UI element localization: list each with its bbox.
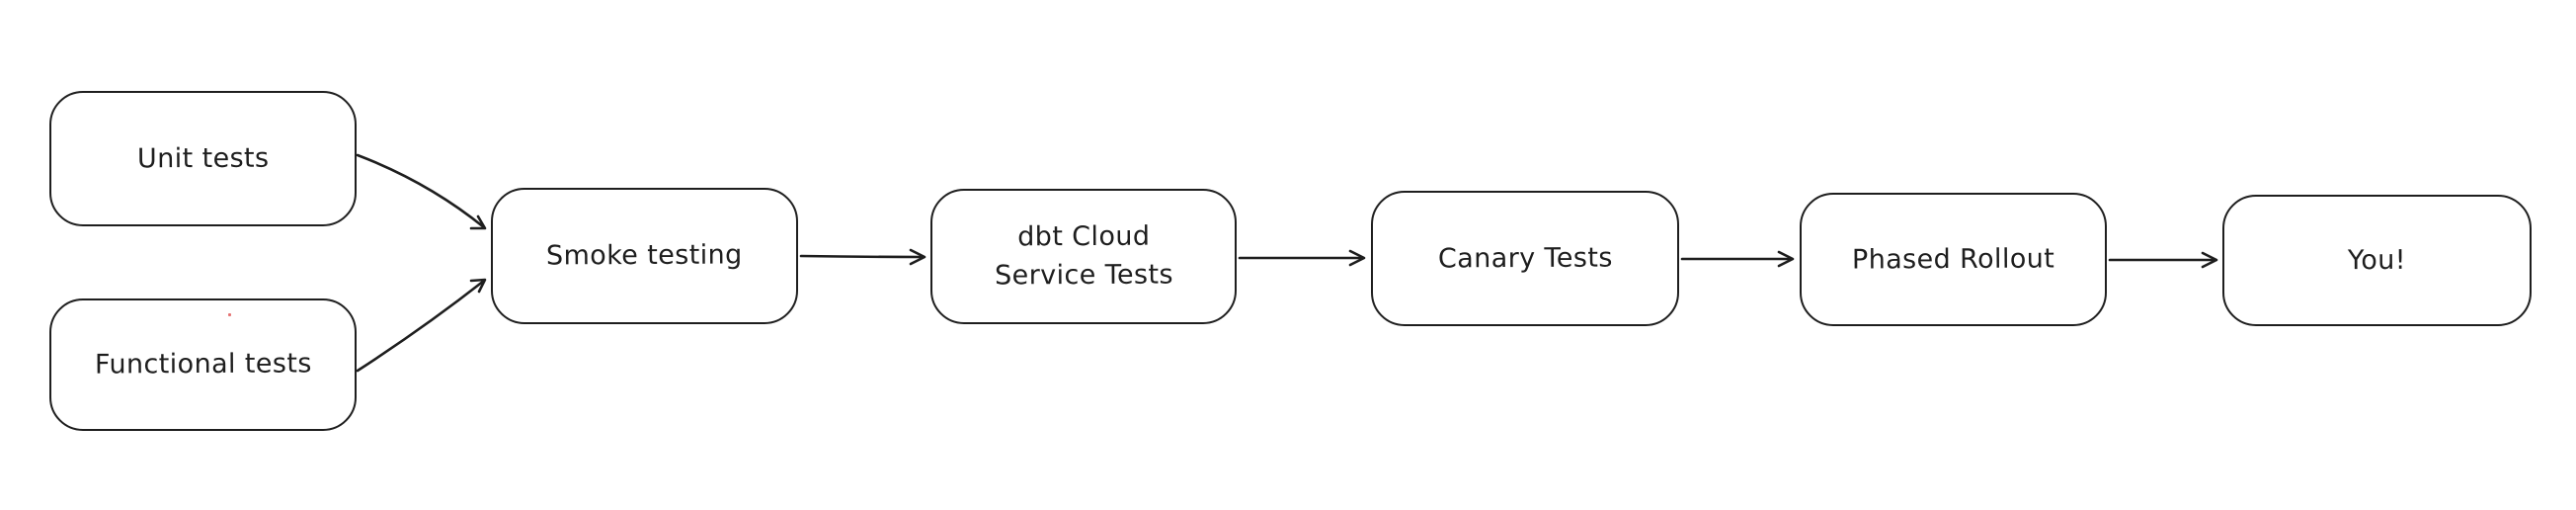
node-phased-rollout[interactable]: Phased Rollout	[1800, 193, 2107, 326]
node-canary-tests[interactable]: Canary Tests	[1371, 191, 1679, 326]
arrow-smoke-testing-to-dbt-cloud[interactable]	[799, 248, 926, 266]
node-smoke-testing[interactable]: Smoke testing	[491, 188, 798, 324]
node-you-label: You!	[2347, 244, 2407, 277]
node-functional-tests-label: Functional tests	[94, 348, 312, 381]
node-dbt-cloud-service-tests-label: dbt Cloud Service Tests	[994, 221, 1173, 292]
arrow-functional-tests-to-smoke-testing[interactable]	[356, 278, 487, 373]
arrow-unit-tests-to-smoke-testing[interactable]	[356, 153, 487, 230]
node-smoke-testing-label: Smoke testing	[546, 239, 743, 272]
arrow-dbt-cloud-to-canary-tests[interactable]	[1238, 249, 1366, 267]
node-phased-rollout-label: Phased Rollout	[1851, 243, 2055, 276]
arrow-canary-tests-to-phased-rollout[interactable]	[1680, 250, 1795, 268]
arrow-phased-rollout-to-you[interactable]	[2108, 251, 2218, 269]
node-unit-tests-label: Unit tests	[136, 142, 270, 175]
node-you[interactable]: You!	[2222, 195, 2532, 326]
node-unit-tests[interactable]: Unit tests	[49, 91, 357, 226]
stray-red-dot	[228, 313, 231, 316]
node-dbt-cloud-service-tests[interactable]: dbt Cloud Service Tests	[930, 189, 1237, 324]
node-canary-tests-label: Canary Tests	[1437, 242, 1613, 275]
node-functional-tests[interactable]: Functional tests	[49, 298, 357, 431]
